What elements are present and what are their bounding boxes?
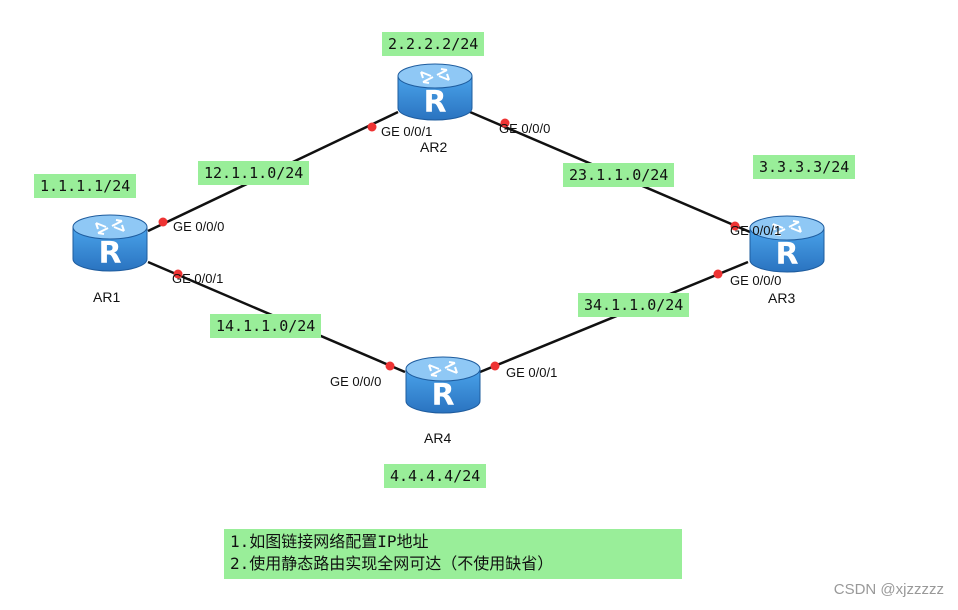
port-label-ar4-ge001: GE 0/0/1 bbox=[506, 365, 558, 380]
port-label-ar3-ge000: GE 0/0/0 bbox=[730, 273, 782, 288]
svg-text:R: R bbox=[98, 236, 121, 271]
router-icon-ar4[interactable]: R bbox=[405, 356, 481, 414]
svg-text:R: R bbox=[775, 237, 798, 272]
loopback-label-ar4: 4.4.4.4/24 bbox=[384, 464, 487, 488]
loopback-label-ar3: 3.3.3.3/24 bbox=[753, 155, 856, 179]
port-label-ar2-ge000: GE 0/0/0 bbox=[499, 121, 551, 136]
network-label-ar1-ar4: 14.1.1.0/24 bbox=[210, 314, 322, 338]
port-label-ar3-ge001: GE 0/0/1 bbox=[730, 223, 782, 238]
port-dot-ar3 bbox=[713, 269, 723, 279]
router-name-ar2: AR2 bbox=[420, 139, 448, 155]
svg-text:R: R bbox=[423, 85, 446, 120]
loopback-label-ar1: 1.1.1.1/24 bbox=[34, 174, 137, 198]
port-dot-ar1 bbox=[158, 217, 168, 227]
router-name-ar3: AR3 bbox=[768, 290, 796, 306]
port-label-ar2-ge001: GE 0/0/1 bbox=[381, 124, 433, 139]
router-icon-ar1[interactable]: R bbox=[72, 214, 148, 272]
network-label-ar2-ar3: 23.1.1.0/24 bbox=[563, 163, 675, 187]
port-dot-ar2 bbox=[500, 118, 510, 128]
port-label-ar1-ge000: GE 0/0/0 bbox=[173, 219, 225, 234]
port-label-ar1-ge001: GE 0/0/1 bbox=[172, 271, 224, 286]
port-dot-ar4 bbox=[385, 361, 395, 371]
router-icon-ar2[interactable]: R bbox=[397, 63, 473, 121]
router-name-ar1: AR1 bbox=[93, 289, 121, 305]
port-dot-ar1 bbox=[173, 269, 183, 279]
requirement-line-1: 1.如图链接网络配置IP地址 bbox=[230, 532, 429, 551]
link-ar4-ar3 bbox=[479, 260, 749, 374]
router-name-ar4: AR4 bbox=[424, 430, 452, 446]
network-label-ar4-ar3: 34.1.1.0/24 bbox=[578, 293, 690, 317]
svg-text:R: R bbox=[431, 378, 454, 413]
loopback-label-ar2: 2.2.2.2/24 bbox=[382, 32, 485, 56]
watermark: CSDN @xjzzzzz bbox=[833, 581, 944, 598]
requirements-box: 1.如图链接网络配置IP地址 2.使用静态路由实现全网可达（不使用缺省） bbox=[224, 529, 682, 579]
network-label-ar1-ar2: 12.1.1.0/24 bbox=[198, 161, 310, 185]
port-dot-ar3 bbox=[730, 221, 740, 231]
port-dot-ar4 bbox=[490, 361, 500, 371]
router-icon-ar3[interactable]: R bbox=[749, 215, 825, 273]
port-dot-ar2 bbox=[367, 122, 377, 132]
port-label-ar4-ge000: GE 0/0/0 bbox=[330, 374, 382, 389]
requirement-line-2: 2.使用静态路由实现全网可达（不使用缺省） bbox=[230, 554, 554, 573]
